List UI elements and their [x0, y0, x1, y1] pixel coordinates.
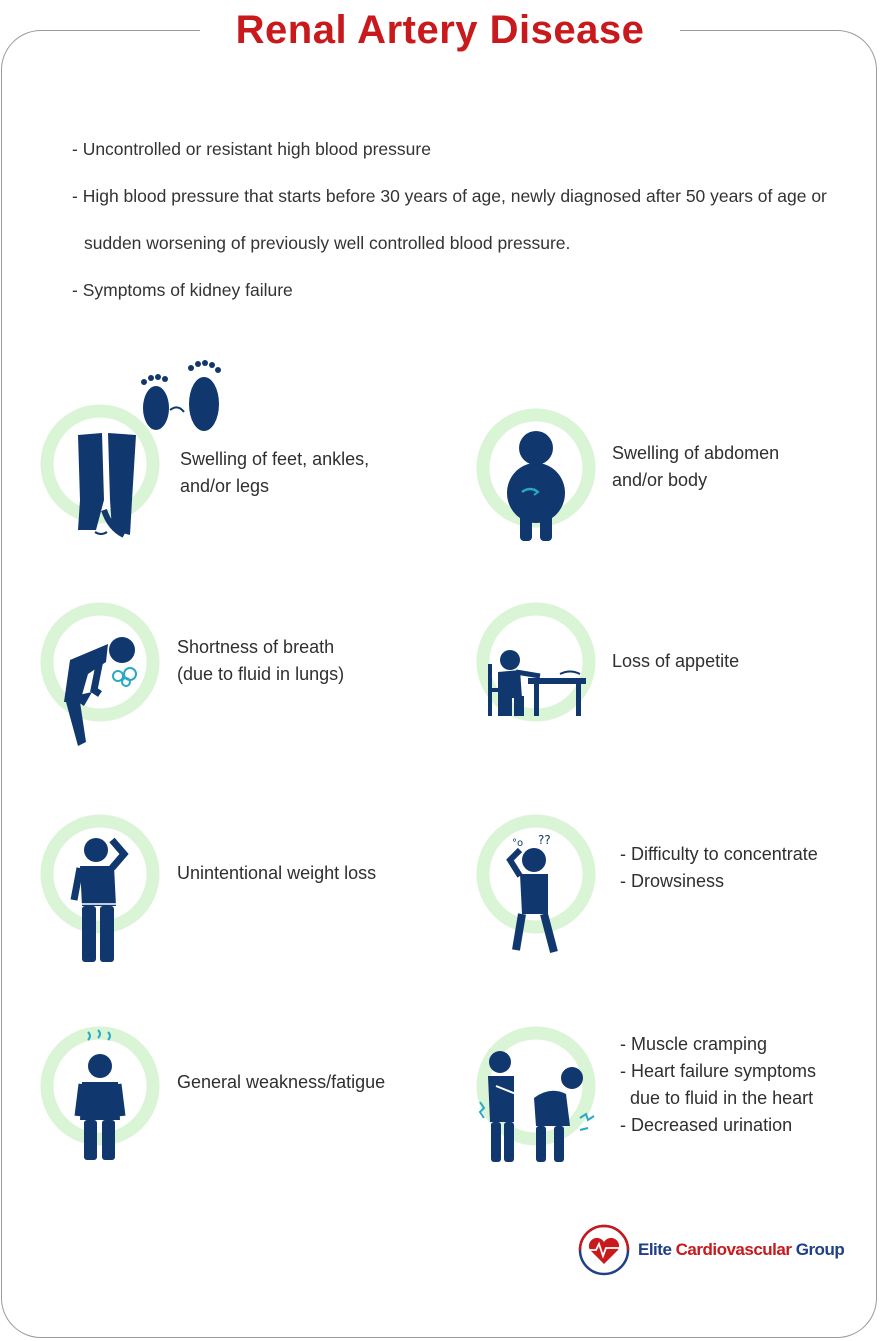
label-line: - Drowsiness [620, 871, 725, 891]
elite-cardiovascular-logo: Elite Cardiovascular Group [578, 1224, 845, 1280]
person-at-table-icon [476, 602, 596, 722]
symptom-weakness [40, 1026, 170, 1166]
symptom-cramping-label: - Muscle cramping - Heart failure sympto… [620, 1031, 816, 1139]
symptom-feet-label: Swelling of feet, ankles, and/or legs [180, 446, 369, 500]
label-line: due to fluid in the heart [630, 1088, 814, 1108]
symptom-abdomen-label: Swelling of abdomen and/or body [612, 440, 779, 494]
swollen-legs-icon [40, 360, 221, 538]
logo-wordmark: Elite Cardiovascular Group [638, 1240, 845, 1260]
label-line: - Difficulty to concentrate [620, 844, 818, 864]
label-line: (due to fluid in lungs) [177, 664, 345, 684]
swollen-body-icon [476, 408, 596, 541]
logo-word-elite: Elite [638, 1240, 672, 1259]
cramping-people-icon [476, 1026, 596, 1162]
intro-bullets: - Uncontrolled or resistant high blood p… [72, 138, 872, 326]
page-title: Renal Artery Disease [235, 8, 645, 52]
bullet-item: - Uncontrolled or resistant high blood p… [72, 139, 431, 159]
logo-word-group: Group [795, 1240, 845, 1259]
label-line: Shortness of breath [177, 637, 335, 657]
symptom-feet [40, 360, 240, 560]
symptom-breath-label: Shortness of breath (due to fluid in lun… [177, 634, 344, 688]
symptom-cramping [476, 1026, 606, 1166]
label-line: and/or legs [180, 476, 270, 496]
symptom-appetite-label: Loss of appetite [612, 648, 739, 675]
bullet-item: - Symptoms of kidney failure [72, 280, 293, 300]
label-line: - Decreased urination [620, 1115, 793, 1135]
symptom-abdomen [476, 408, 606, 543]
confused-person-icon: °o ?? [476, 814, 596, 954]
symptom-concentrate-label: - Difficulty to concentrate - Drowsiness [620, 841, 818, 895]
logo-word-cardiovascular: Cardiovascular [675, 1240, 792, 1259]
bullet-item-continuation: sudden worsening of previously well cont… [84, 233, 571, 253]
symptom-weakness-label: General weakness/fatigue [177, 1069, 385, 1096]
svg-text:°o: °o [512, 838, 523, 849]
symptom-weight-label: Unintentional weight loss [177, 860, 376, 887]
label-line: Unintentional weight loss [177, 863, 377, 883]
fatigued-person-icon [40, 1026, 160, 1160]
title-bar: Renal Artery Disease [200, 0, 680, 60]
breathless-person-icon [40, 602, 160, 746]
label-line: Swelling of abdomen [612, 443, 780, 463]
symptom-concentrate: °o ?? [476, 814, 606, 959]
heart-logo-icon [578, 1224, 630, 1276]
label-line: Swelling of feet, ankles, [180, 449, 370, 469]
label-line: - Muscle cramping [620, 1034, 768, 1054]
thin-person-icon [40, 814, 160, 962]
bullet-item: - High blood pressure that starts before… [72, 186, 827, 206]
label-line: Loss of appetite [612, 651, 740, 671]
label-line: and/or body [612, 470, 708, 490]
symptom-weight [40, 814, 170, 964]
label-line: General weakness/fatigue [177, 1072, 386, 1092]
label-line: - Heart failure symptoms [620, 1061, 817, 1081]
svg-text:??: ?? [538, 833, 551, 847]
symptom-breath [40, 602, 170, 752]
symptom-appetite [476, 602, 606, 727]
